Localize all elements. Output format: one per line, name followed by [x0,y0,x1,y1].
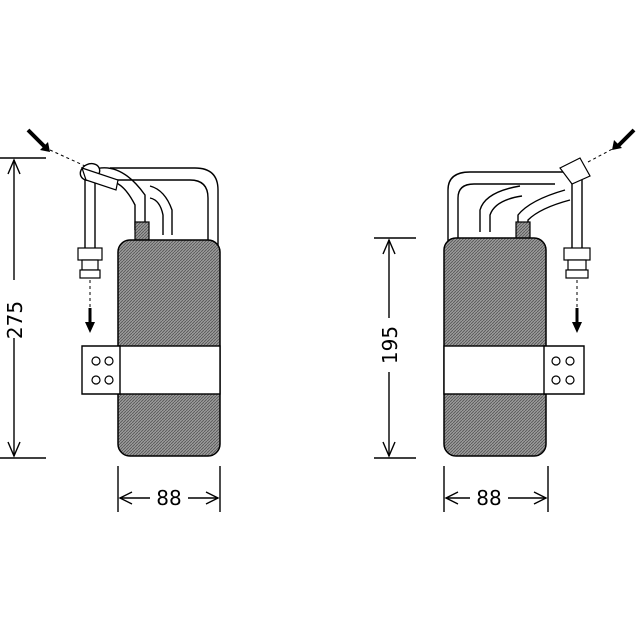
left-bracket-band [117,345,221,395]
left-outlet-fitting [77,247,103,279]
right-pipes [447,171,583,250]
left-height-dimension [0,157,46,459]
right-height-label: 195 [378,326,402,364]
right-height-dimension [374,237,416,459]
left-sensor-stub [134,221,150,241]
left-mounting-plate [81,345,121,395]
right-width-dimension [443,466,549,512]
left-inlet-fitting [79,162,119,191]
right-inlet-fitting [559,157,591,185]
right-bracket-band [443,345,547,395]
right-outlet-arrow-icon [572,308,582,333]
left-outlet-arrow-icon [85,308,95,333]
left-height-label: 275 [3,301,27,339]
right-width-label: 88 [476,486,501,510]
left-inlet-centerline [49,149,86,167]
right-receiver-drier: 195 88 [374,128,636,512]
left-inlet-arrow-icon [26,128,50,152]
right-mounting-plate [543,345,585,395]
left-width-dimension [117,466,221,512]
left-width-label: 88 [156,486,181,510]
right-inlet-arrow-icon [612,128,636,150]
left-receiver-drier: 275 88 [0,128,221,512]
right-outlet-fitting [563,247,591,279]
